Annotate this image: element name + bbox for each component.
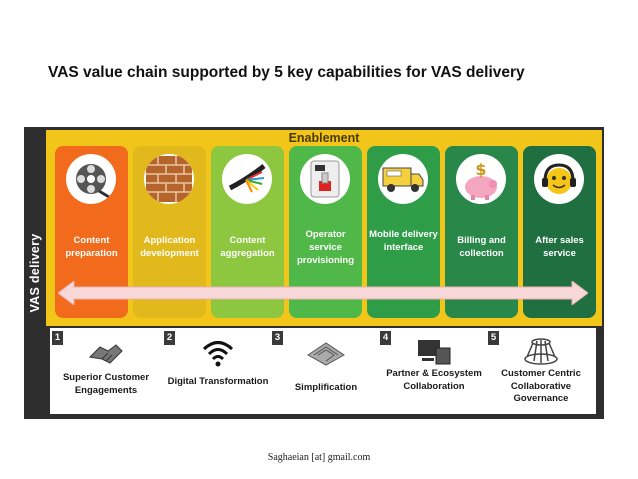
side-banner: VAS delivery	[24, 127, 46, 419]
capability-number: 5	[488, 331, 499, 345]
capability-label: Digital Transformation	[167, 376, 269, 387]
handshake-icon	[50, 336, 162, 368]
cables-icon	[222, 154, 272, 204]
switch-icon	[300, 154, 350, 204]
capability-digital-transformation: 2 Digital Transformation	[162, 328, 274, 414]
brick-wall-icon	[144, 154, 194, 204]
piggy-bank-icon: $	[456, 154, 506, 204]
chain-label: Application development	[140, 235, 199, 259]
capability-number: 2	[164, 331, 175, 345]
capability-label: Superior Customer Engagements	[62, 372, 150, 396]
devices-icon	[378, 336, 490, 368]
capability-number: 3	[272, 331, 283, 345]
capability-superior-customer-engagements: 1 Superior Customer Engagements	[50, 328, 162, 414]
chain-label: Content aggregation	[220, 235, 275, 259]
capability-number: 4	[380, 331, 391, 345]
capability-label: Partner & Ecosystem Collaboration	[386, 368, 482, 392]
support-headset-icon	[534, 154, 584, 204]
slide-title: VAS value chain supported by 5 key capab…	[48, 64, 525, 81]
svg-text:$: $	[475, 160, 486, 179]
side-label: VAS delivery	[28, 233, 42, 313]
chain-label: Billing and collection	[457, 235, 506, 259]
value-chain-arrow	[58, 281, 588, 305]
chain-label: Operator service provisioning	[297, 229, 354, 266]
delivery-van-icon	[378, 154, 428, 204]
chain-label: Mobile delivery interface	[369, 229, 438, 253]
capability-number: 1	[52, 331, 63, 345]
capability-customer-centric-governance: 5 Customer Centric Collaborative Governa…	[486, 328, 596, 414]
capability-label: Simplification	[294, 382, 358, 393]
film-reel-icon	[66, 154, 116, 204]
maze-icon	[270, 336, 382, 368]
capability-partner-ecosystem-collaboration: 4 Partner & Ecosystem Collaboration	[378, 328, 490, 414]
enablement-label: Enablement	[288, 131, 360, 145]
chain-label: Content preparation	[65, 235, 118, 259]
capability-simplification: 3 Simplification	[270, 328, 382, 414]
network-icon	[486, 336, 596, 368]
wifi-icon	[162, 336, 274, 368]
chain-label: After sales service	[535, 235, 584, 259]
footer-credit: Saghaeian [at] gmail.com	[267, 452, 371, 463]
capability-label: Customer Centric Collaborative Governanc…	[501, 368, 581, 404]
